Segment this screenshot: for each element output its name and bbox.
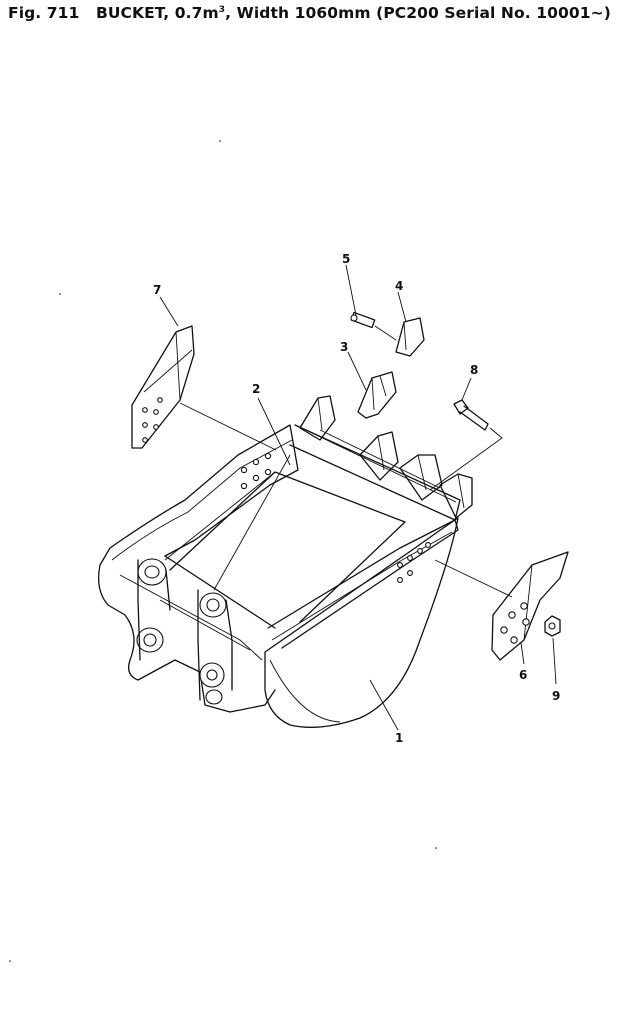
callout-4: 4 (395, 279, 403, 293)
scan-speck (435, 847, 437, 849)
tooth-point (347, 351, 397, 419)
figure-bracket-open: ( (376, 4, 384, 22)
callout-3: 3 (340, 340, 348, 354)
scan-speck (219, 140, 221, 142)
callout-9: 9 (552, 689, 560, 703)
tooth-point-small (395, 291, 425, 357)
scan-speck (9, 960, 11, 962)
callout-1: 1 (395, 731, 403, 745)
figure-part: BUCKET, 0.7m (95, 4, 219, 22)
callout-6: 6 (519, 668, 527, 682)
callout-5: 5 (342, 252, 350, 266)
nut (544, 615, 561, 685)
side-cutter-right (434, 551, 569, 665)
callout-7: 7 (153, 283, 161, 297)
callout-8: 8 (470, 363, 478, 377)
side-cutter-left (131, 296, 277, 451)
pin (345, 264, 397, 341)
callout-2: 2 (252, 382, 260, 396)
tooth-adapters (299, 395, 473, 519)
bucket-body (97, 424, 461, 731)
figure-number: Fig. 711 (8, 4, 80, 22)
figure-part-sup: 3 (218, 4, 226, 15)
figure-bracket-close: ) (603, 4, 611, 22)
bolt (429, 377, 503, 491)
figure-serial: PC200 Serial No. 10001~ (383, 4, 604, 22)
figure-title: Fig. 711 BUCKET, 0.7m3, Width 1060mm (PC… (8, 4, 634, 22)
figure-width: , Width 1060mm (225, 4, 371, 22)
scan-speck (59, 293, 61, 295)
